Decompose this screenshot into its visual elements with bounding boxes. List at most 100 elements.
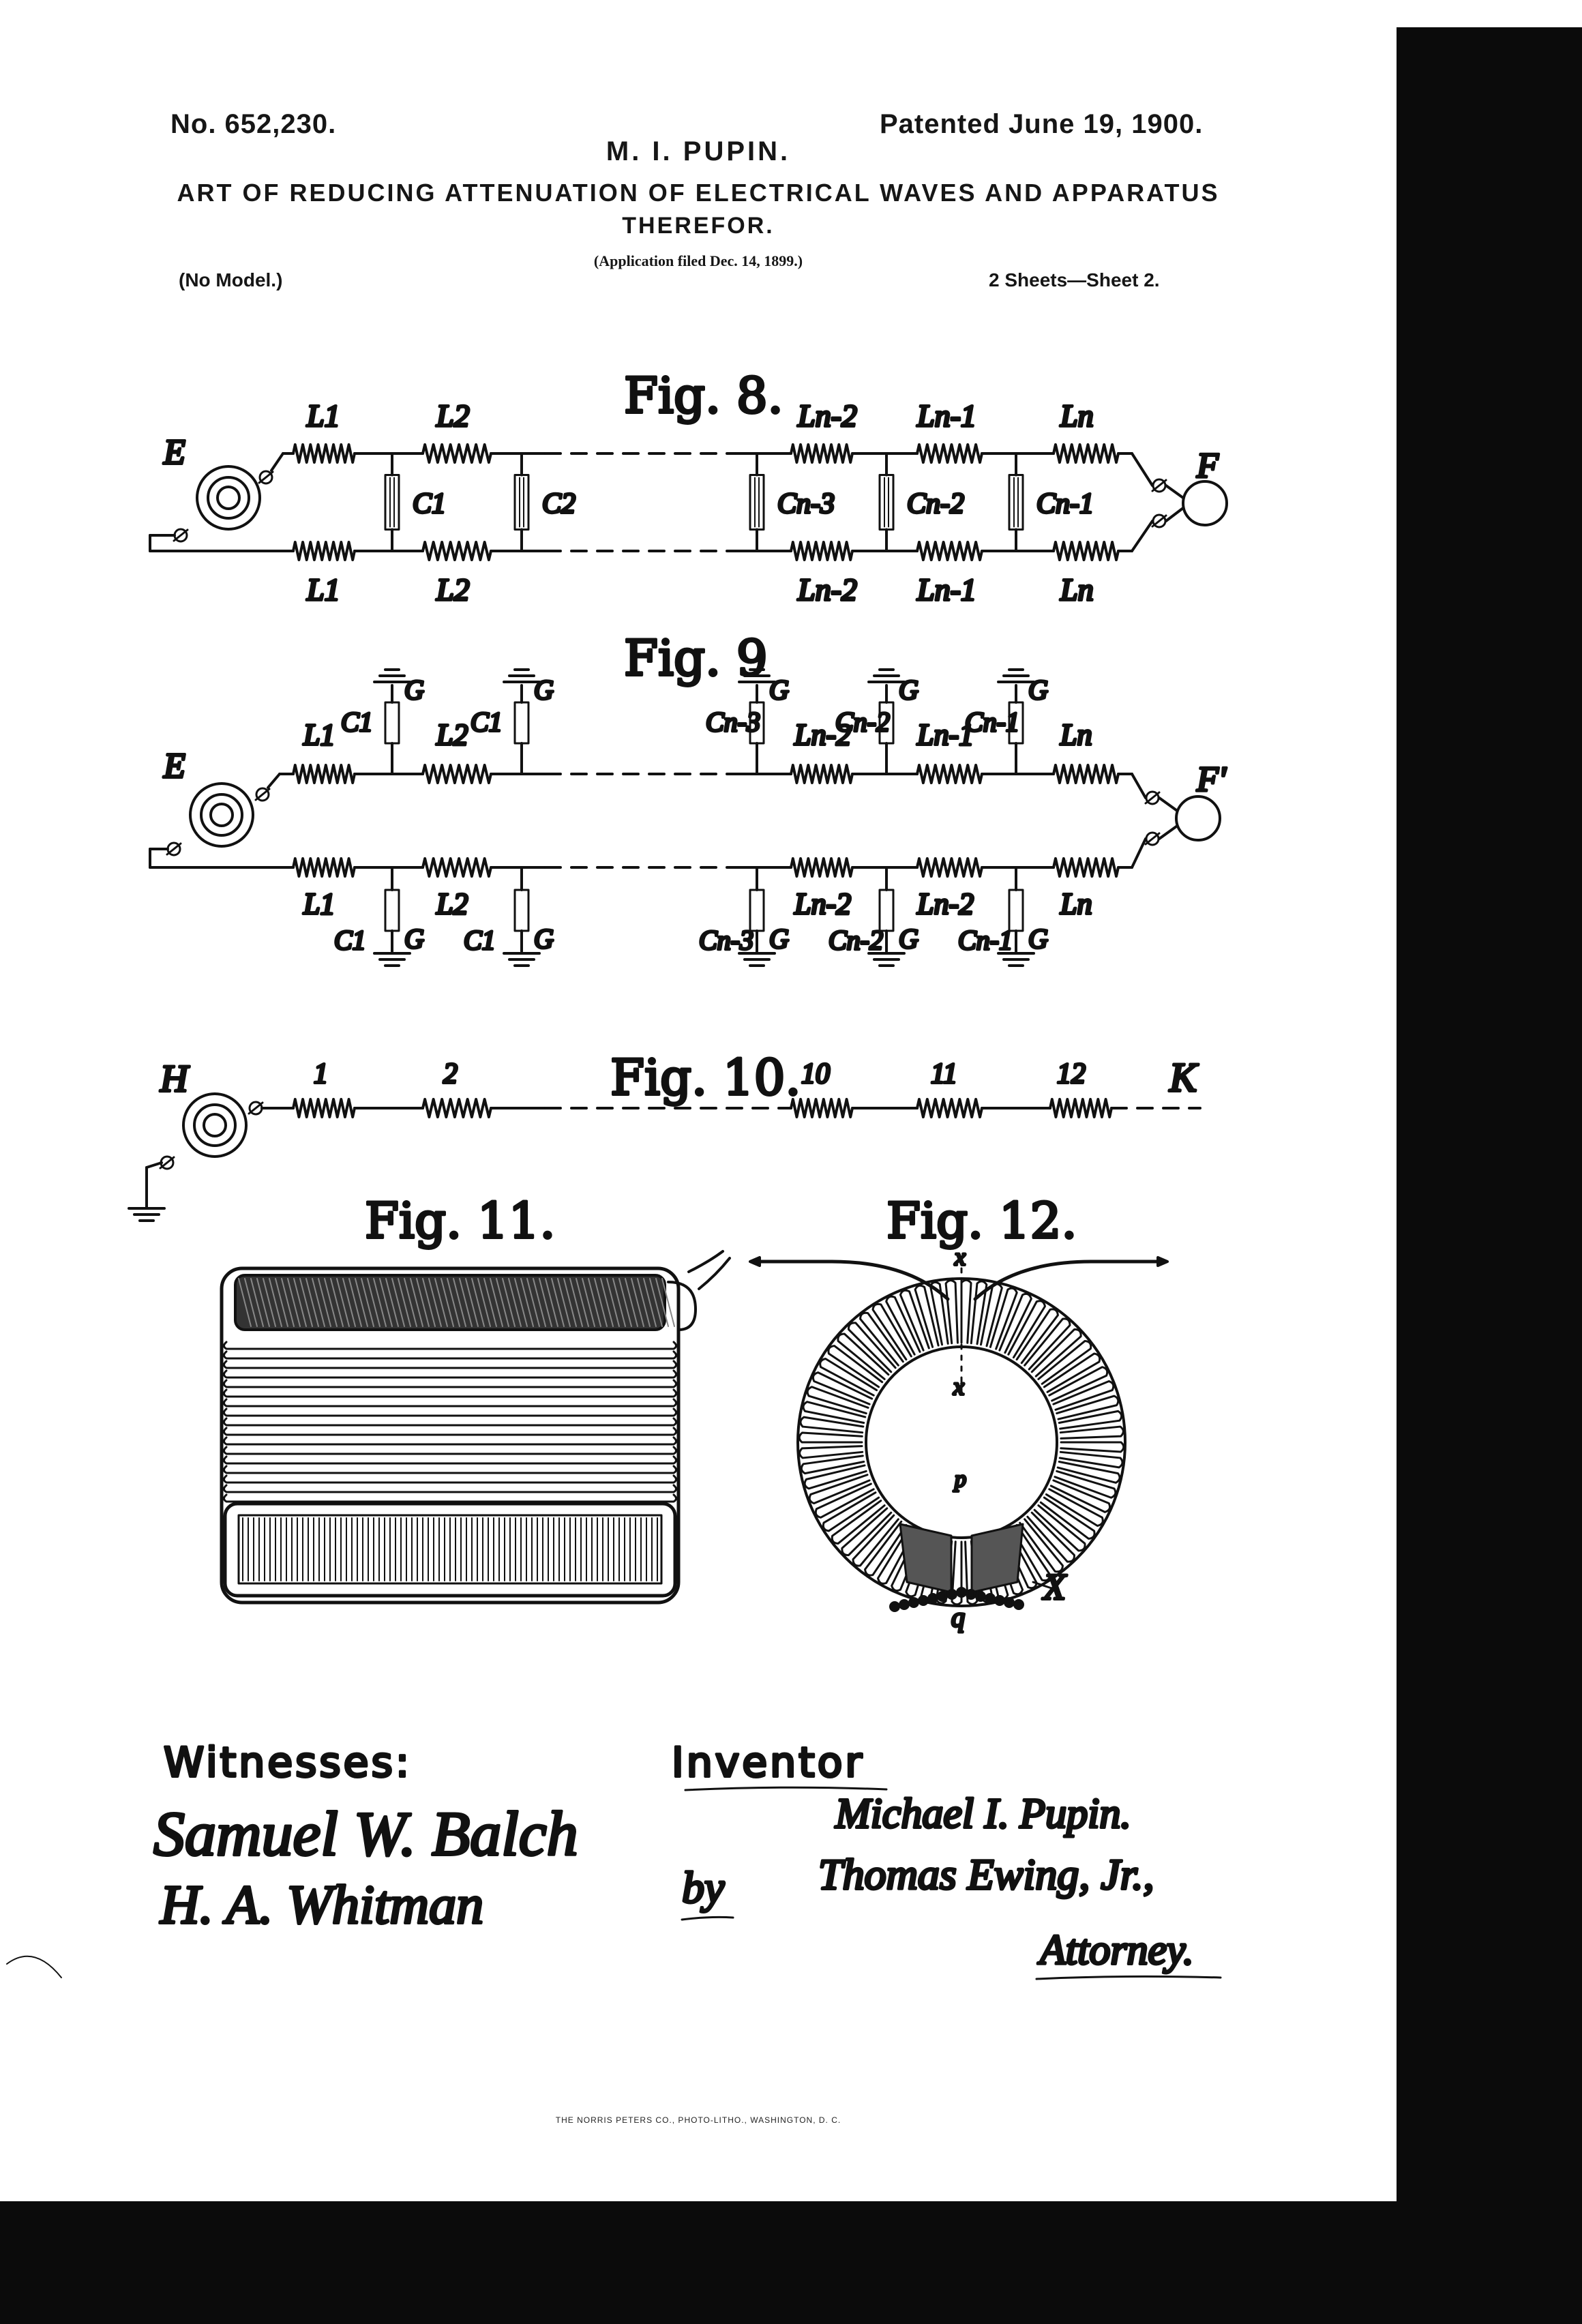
fig12-wire-section xyxy=(927,1593,938,1604)
fig9-condenser-label-top: Cn-2 xyxy=(835,706,890,737)
fig8-coil-label-bottom: L2 xyxy=(436,572,470,607)
fig8-coil-label-top: Ln-1 xyxy=(916,398,976,433)
printer-imprint: THE NORRIS PETERS CO., PHOTO-LITHO., WAS… xyxy=(555,2115,841,2125)
fig10-coil xyxy=(421,1098,492,1118)
fig8-condenser-label: C2 xyxy=(542,488,576,520)
fig12-winding-turn xyxy=(1045,1488,1104,1527)
generator-housing xyxy=(182,1092,248,1158)
fig12-winding-turn xyxy=(1024,1317,1071,1371)
fig12-winding-turn xyxy=(848,1322,897,1373)
binding-post-slash xyxy=(254,788,271,801)
fig11-hatch xyxy=(606,1278,620,1327)
fig11-hatch xyxy=(514,1278,528,1327)
fig11-hatch xyxy=(361,1278,374,1327)
fig11-hatch xyxy=(373,1278,387,1327)
fig9-coil-bottom-n xyxy=(1052,857,1120,878)
fig11-hatch xyxy=(526,1278,540,1327)
generator-core xyxy=(216,486,241,510)
fig8-coil-label-top: Ln xyxy=(1060,398,1094,433)
fig9-condenser-label-bottom: C1 xyxy=(334,925,366,955)
fig11-hatch xyxy=(520,1278,534,1327)
attorney-underline xyxy=(1035,1975,1222,1980)
fig11-winding-turn xyxy=(223,1427,677,1436)
fig11-hatch xyxy=(612,1278,626,1327)
fig9-coil-label-bottom: L1 xyxy=(303,887,335,921)
fig11-hatch xyxy=(502,1278,516,1327)
fig12-winding-turn xyxy=(1049,1479,1111,1513)
fig11-hatch xyxy=(256,1278,270,1327)
fig9-condenser-label-top: Cn-3 xyxy=(706,706,760,737)
fig11-winding-turn xyxy=(223,1417,677,1427)
fig12-winding-turn xyxy=(852,1514,899,1567)
fig12-label-q: q xyxy=(951,1602,965,1633)
fig12-winding-turn xyxy=(1026,1511,1075,1563)
figure-12-label: Fig. 12. xyxy=(886,1192,1077,1249)
fig9-coil-top-1 xyxy=(292,764,356,784)
fig9-ground-label: G xyxy=(899,923,919,954)
fig9-coil-label-top: Ln xyxy=(1060,718,1092,751)
fig9-source-label: E xyxy=(163,747,185,786)
fig9-receiver-label: F' xyxy=(1196,760,1227,799)
fig12-section-left xyxy=(899,1523,953,1594)
fig12-section-right xyxy=(970,1523,1024,1594)
fig12-wire-section xyxy=(1013,1599,1024,1610)
fig11-hatch xyxy=(477,1278,491,1327)
figure-11-label: Fig. 11. xyxy=(365,1192,555,1249)
fig8-condenser xyxy=(749,474,765,531)
fig8-coil-label-top: L1 xyxy=(306,398,340,433)
fig8-condenser xyxy=(878,474,895,531)
fig9-coil-top-n2 xyxy=(790,764,854,784)
fig10-coil-number: 1 xyxy=(314,1058,328,1090)
fig12-leader xyxy=(1032,1581,1055,1590)
fig12-lead-left xyxy=(755,1260,950,1301)
fig9-ground-label: G xyxy=(404,674,424,705)
fig11-hatch xyxy=(416,1278,430,1327)
fig11-winding-turn xyxy=(223,1455,677,1465)
fig8-coil-label-bottom: L1 xyxy=(306,572,340,607)
fig11-hatch xyxy=(453,1278,466,1327)
fig12-winding-turn xyxy=(964,1540,979,1605)
fig11-hatch xyxy=(434,1278,448,1327)
fig8-coil-bottom-2 xyxy=(421,541,492,561)
fig8-coil-top-n xyxy=(1052,443,1120,464)
fig12-winding-turn xyxy=(1007,1300,1046,1359)
fig11-hatch xyxy=(441,1278,454,1327)
patent-date: Patented June 19, 1900. xyxy=(880,109,1204,139)
fig11-winding-turn xyxy=(223,1379,677,1388)
generator-housing xyxy=(196,465,261,531)
fig8-coil-bottom-n xyxy=(1052,541,1120,561)
fig12-winding-turn xyxy=(1054,1470,1117,1499)
fig8-condenser-label: Cn-3 xyxy=(777,488,835,520)
fig12-winding-turn xyxy=(989,1287,1018,1350)
fig11-hatch xyxy=(649,1278,663,1327)
wire xyxy=(270,452,284,472)
binding-post-slash xyxy=(248,1101,264,1115)
fig11-hatch xyxy=(410,1278,423,1327)
fig11-hatch xyxy=(269,1278,282,1327)
fig12-winding-turn xyxy=(871,1302,912,1361)
fig9-coil-label-top: Ln-2 xyxy=(794,718,851,751)
wire xyxy=(1131,452,1154,487)
fig11-hatch xyxy=(428,1278,442,1327)
fig12-winding-turn xyxy=(800,1455,865,1475)
fig12-winding-turn xyxy=(1056,1395,1120,1420)
fig12-winding-turn xyxy=(822,1491,880,1532)
fig12-winding-turn xyxy=(899,1289,930,1352)
fig11-hatch xyxy=(379,1278,393,1327)
receiving-instrument xyxy=(1175,795,1221,841)
fig12-winding-turn xyxy=(837,1332,890,1380)
fig11-core-top xyxy=(234,1274,666,1331)
fig9-coil-label-bottom: Ln-2 xyxy=(916,887,974,921)
fig12-winding-turn xyxy=(960,1279,972,1344)
fig11-hatch xyxy=(391,1278,405,1327)
fig12-lead-right xyxy=(973,1260,1161,1301)
patent-title: ART OF REDUCING ATTENUATION OF ELECTRICA… xyxy=(177,179,1220,207)
fig11-core-bottom-frame xyxy=(223,1502,677,1598)
fig11-hatch xyxy=(238,1278,252,1327)
fig9-ground-label: G xyxy=(534,674,554,705)
fig11-hatch xyxy=(563,1278,577,1327)
fig12-winding-turn xyxy=(951,1540,963,1606)
